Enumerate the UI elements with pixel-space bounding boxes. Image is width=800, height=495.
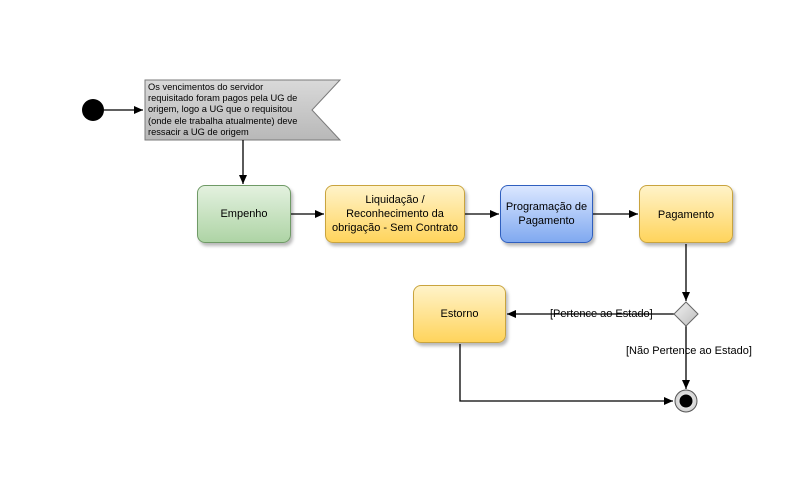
- action-liquidacao-label-line: Liquidação /: [365, 194, 425, 206]
- action-empenho-label: Empenho: [220, 208, 268, 220]
- decision-node: [673, 301, 699, 327]
- action-pagamento: Pagamento: [639, 185, 733, 243]
- initial-node: [82, 99, 104, 121]
- note-shape: [144, 79, 342, 141]
- note-line: requisitado foram pagos pela UG de: [148, 93, 298, 104]
- note-line: ressacir a UG de origem: [148, 126, 249, 137]
- note-line: origem, logo a UG que o requisitou: [148, 104, 293, 115]
- action-empenho: Empenho: [197, 185, 291, 243]
- guard-pertence: [Pertence ao Estado]: [550, 308, 653, 320]
- action-estorno: Estorno: [413, 285, 506, 343]
- action-liquidacao: Liquidação / Reconhecimento da obrigação…: [325, 185, 465, 243]
- final-node-core: [679, 394, 693, 408]
- guard-nao-pertence: [Não Pertence ao Estado]: [626, 345, 752, 357]
- note-line: Os vencimentos do servidor: [148, 82, 264, 92]
- action-programacao: Programação de Pagamento: [500, 185, 593, 243]
- action-estorno-label: Estorno: [440, 308, 479, 320]
- note-text: Os vencimentos do servidor requisitado f…: [148, 82, 328, 138]
- action-liquidacao-label-line: Reconhecimento da: [346, 208, 444, 220]
- edge-estorno-to-end: [459, 344, 673, 405]
- action-programacao-label-line: Pagamento: [518, 215, 575, 227]
- action-pagamento-label: Pagamento: [657, 209, 715, 221]
- action-liquidacao-label-line: obrigação - Sem Contrato: [332, 222, 458, 234]
- note-line: (onde ele trabalha atualmente) deve: [148, 115, 298, 126]
- action-programacao-label-line: Programação de: [505, 201, 588, 213]
